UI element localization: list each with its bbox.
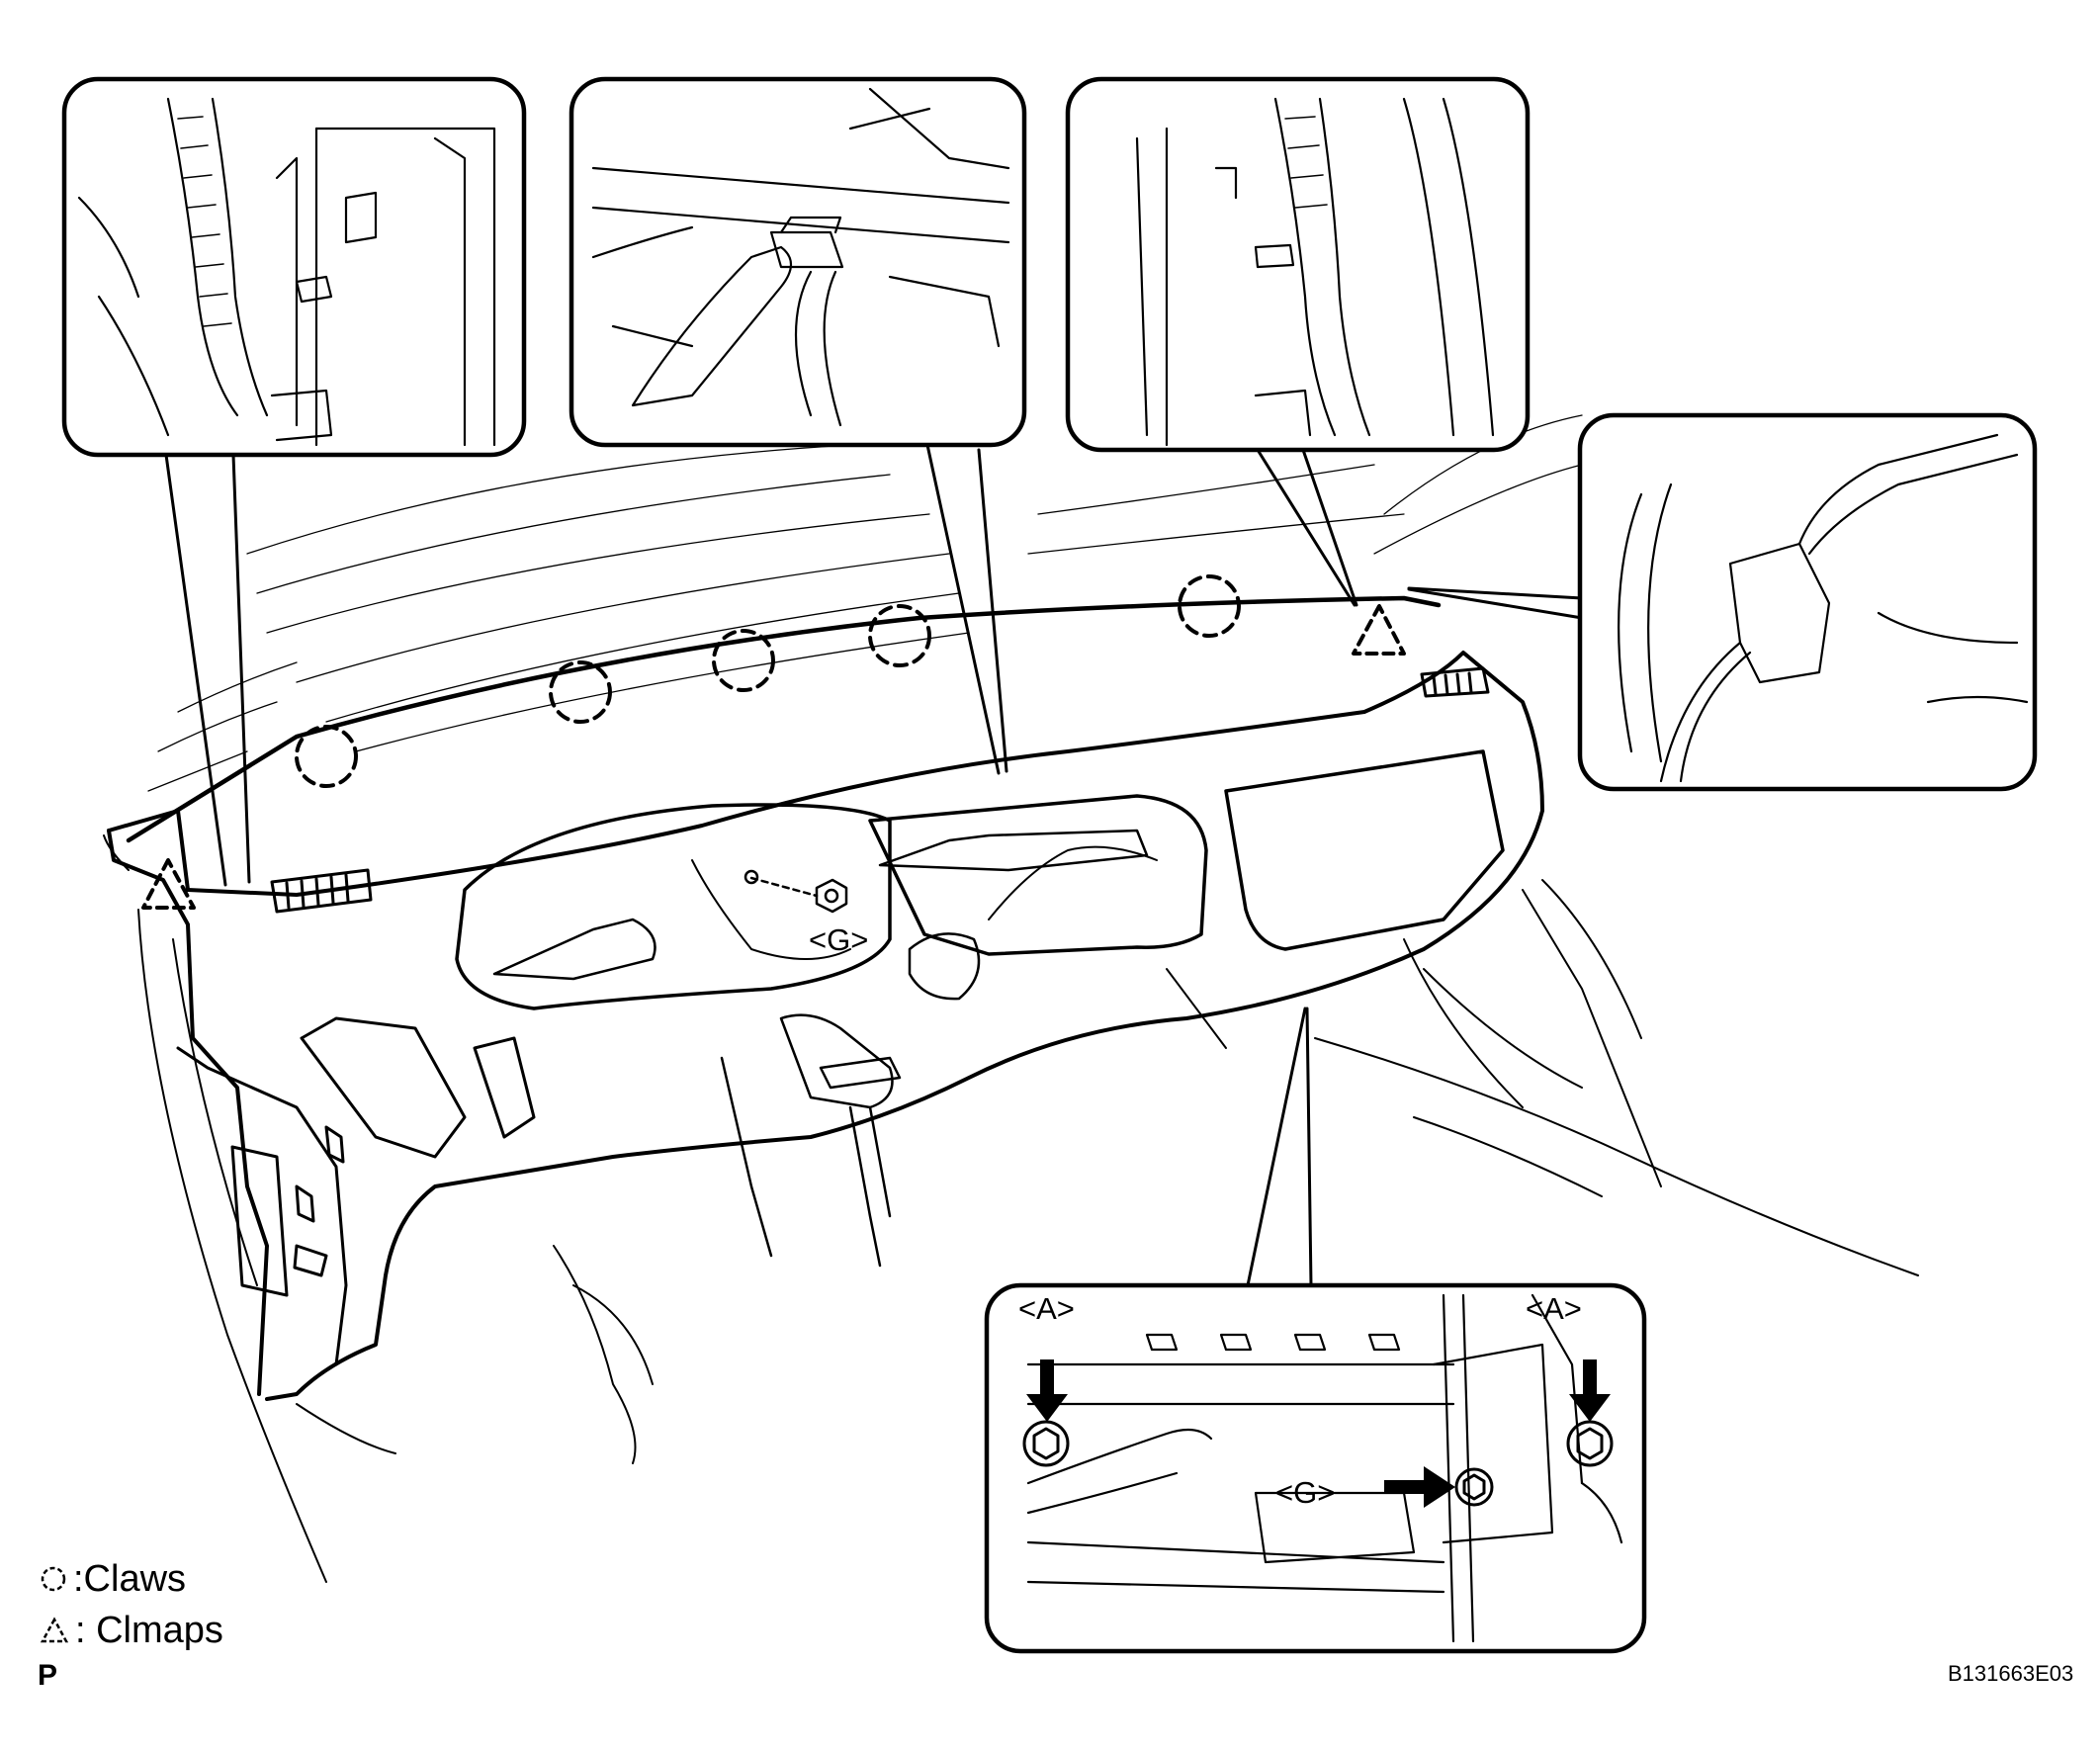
callout-leaders bbox=[164, 443, 1584, 1287]
page-letter: P bbox=[38, 1659, 58, 1692]
clamp-dashed-triangle-icon bbox=[141, 858, 196, 910]
bolt-icon bbox=[1022, 1420, 1070, 1467]
arrow-down-icon bbox=[1026, 1359, 1068, 1422]
a-label-right: <A> bbox=[1526, 1291, 1582, 1326]
windshield-lines bbox=[147, 414, 1583, 792]
claw-dashed-circle-icon bbox=[1178, 574, 1241, 638]
legend-clamps: : Clmaps bbox=[40, 1612, 223, 1649]
legend-claws-text: :Claws bbox=[73, 1558, 187, 1600]
g-label-inset: <G> bbox=[1275, 1475, 1336, 1510]
claw-dashed-circle-icon bbox=[712, 629, 775, 692]
nut-icon bbox=[1454, 1467, 1494, 1507]
clamp-markers bbox=[141, 604, 1406, 910]
arrow-right-icon bbox=[1384, 1466, 1455, 1508]
arrow-down-icon bbox=[1569, 1359, 1611, 1422]
inset-bottom-right bbox=[984, 1282, 1647, 1654]
right-vent bbox=[1420, 666, 1490, 698]
a-label-left: <A> bbox=[1018, 1291, 1075, 1326]
clamp-dashed-triangle-icon bbox=[1352, 604, 1406, 656]
clamp-dashed-triangle-icon bbox=[40, 1617, 69, 1643]
inset-top-right bbox=[1065, 76, 1531, 453]
inset-top-left bbox=[61, 76, 527, 458]
left-body-lines bbox=[103, 834, 327, 1583]
wire-harness bbox=[296, 845, 1583, 1464]
figure-code: B131663E03 bbox=[1948, 1661, 2074, 1686]
legend-claws: :Claws bbox=[40, 1560, 186, 1598]
legend-clamps-text: : Clmaps bbox=[75, 1610, 223, 1651]
claw-dashed-circle-icon bbox=[868, 604, 931, 667]
inset-right bbox=[1577, 412, 2038, 792]
inset-top-middle bbox=[569, 76, 1027, 448]
left-lower-duct bbox=[230, 1016, 536, 1297]
claw-markers bbox=[295, 574, 1241, 788]
g-label-main: <G> bbox=[809, 922, 869, 957]
claw-dashed-circle-icon bbox=[295, 725, 358, 788]
left-vent bbox=[270, 868, 373, 914]
instrument-panel bbox=[103, 414, 1919, 1583]
nut-icon bbox=[744, 869, 848, 914]
steering-column bbox=[720, 932, 981, 1268]
right-body-lines bbox=[1314, 879, 1919, 1276]
claw-dashed-circle-icon bbox=[41, 1566, 66, 1592]
claw-dashed-circle-icon bbox=[549, 660, 612, 724]
